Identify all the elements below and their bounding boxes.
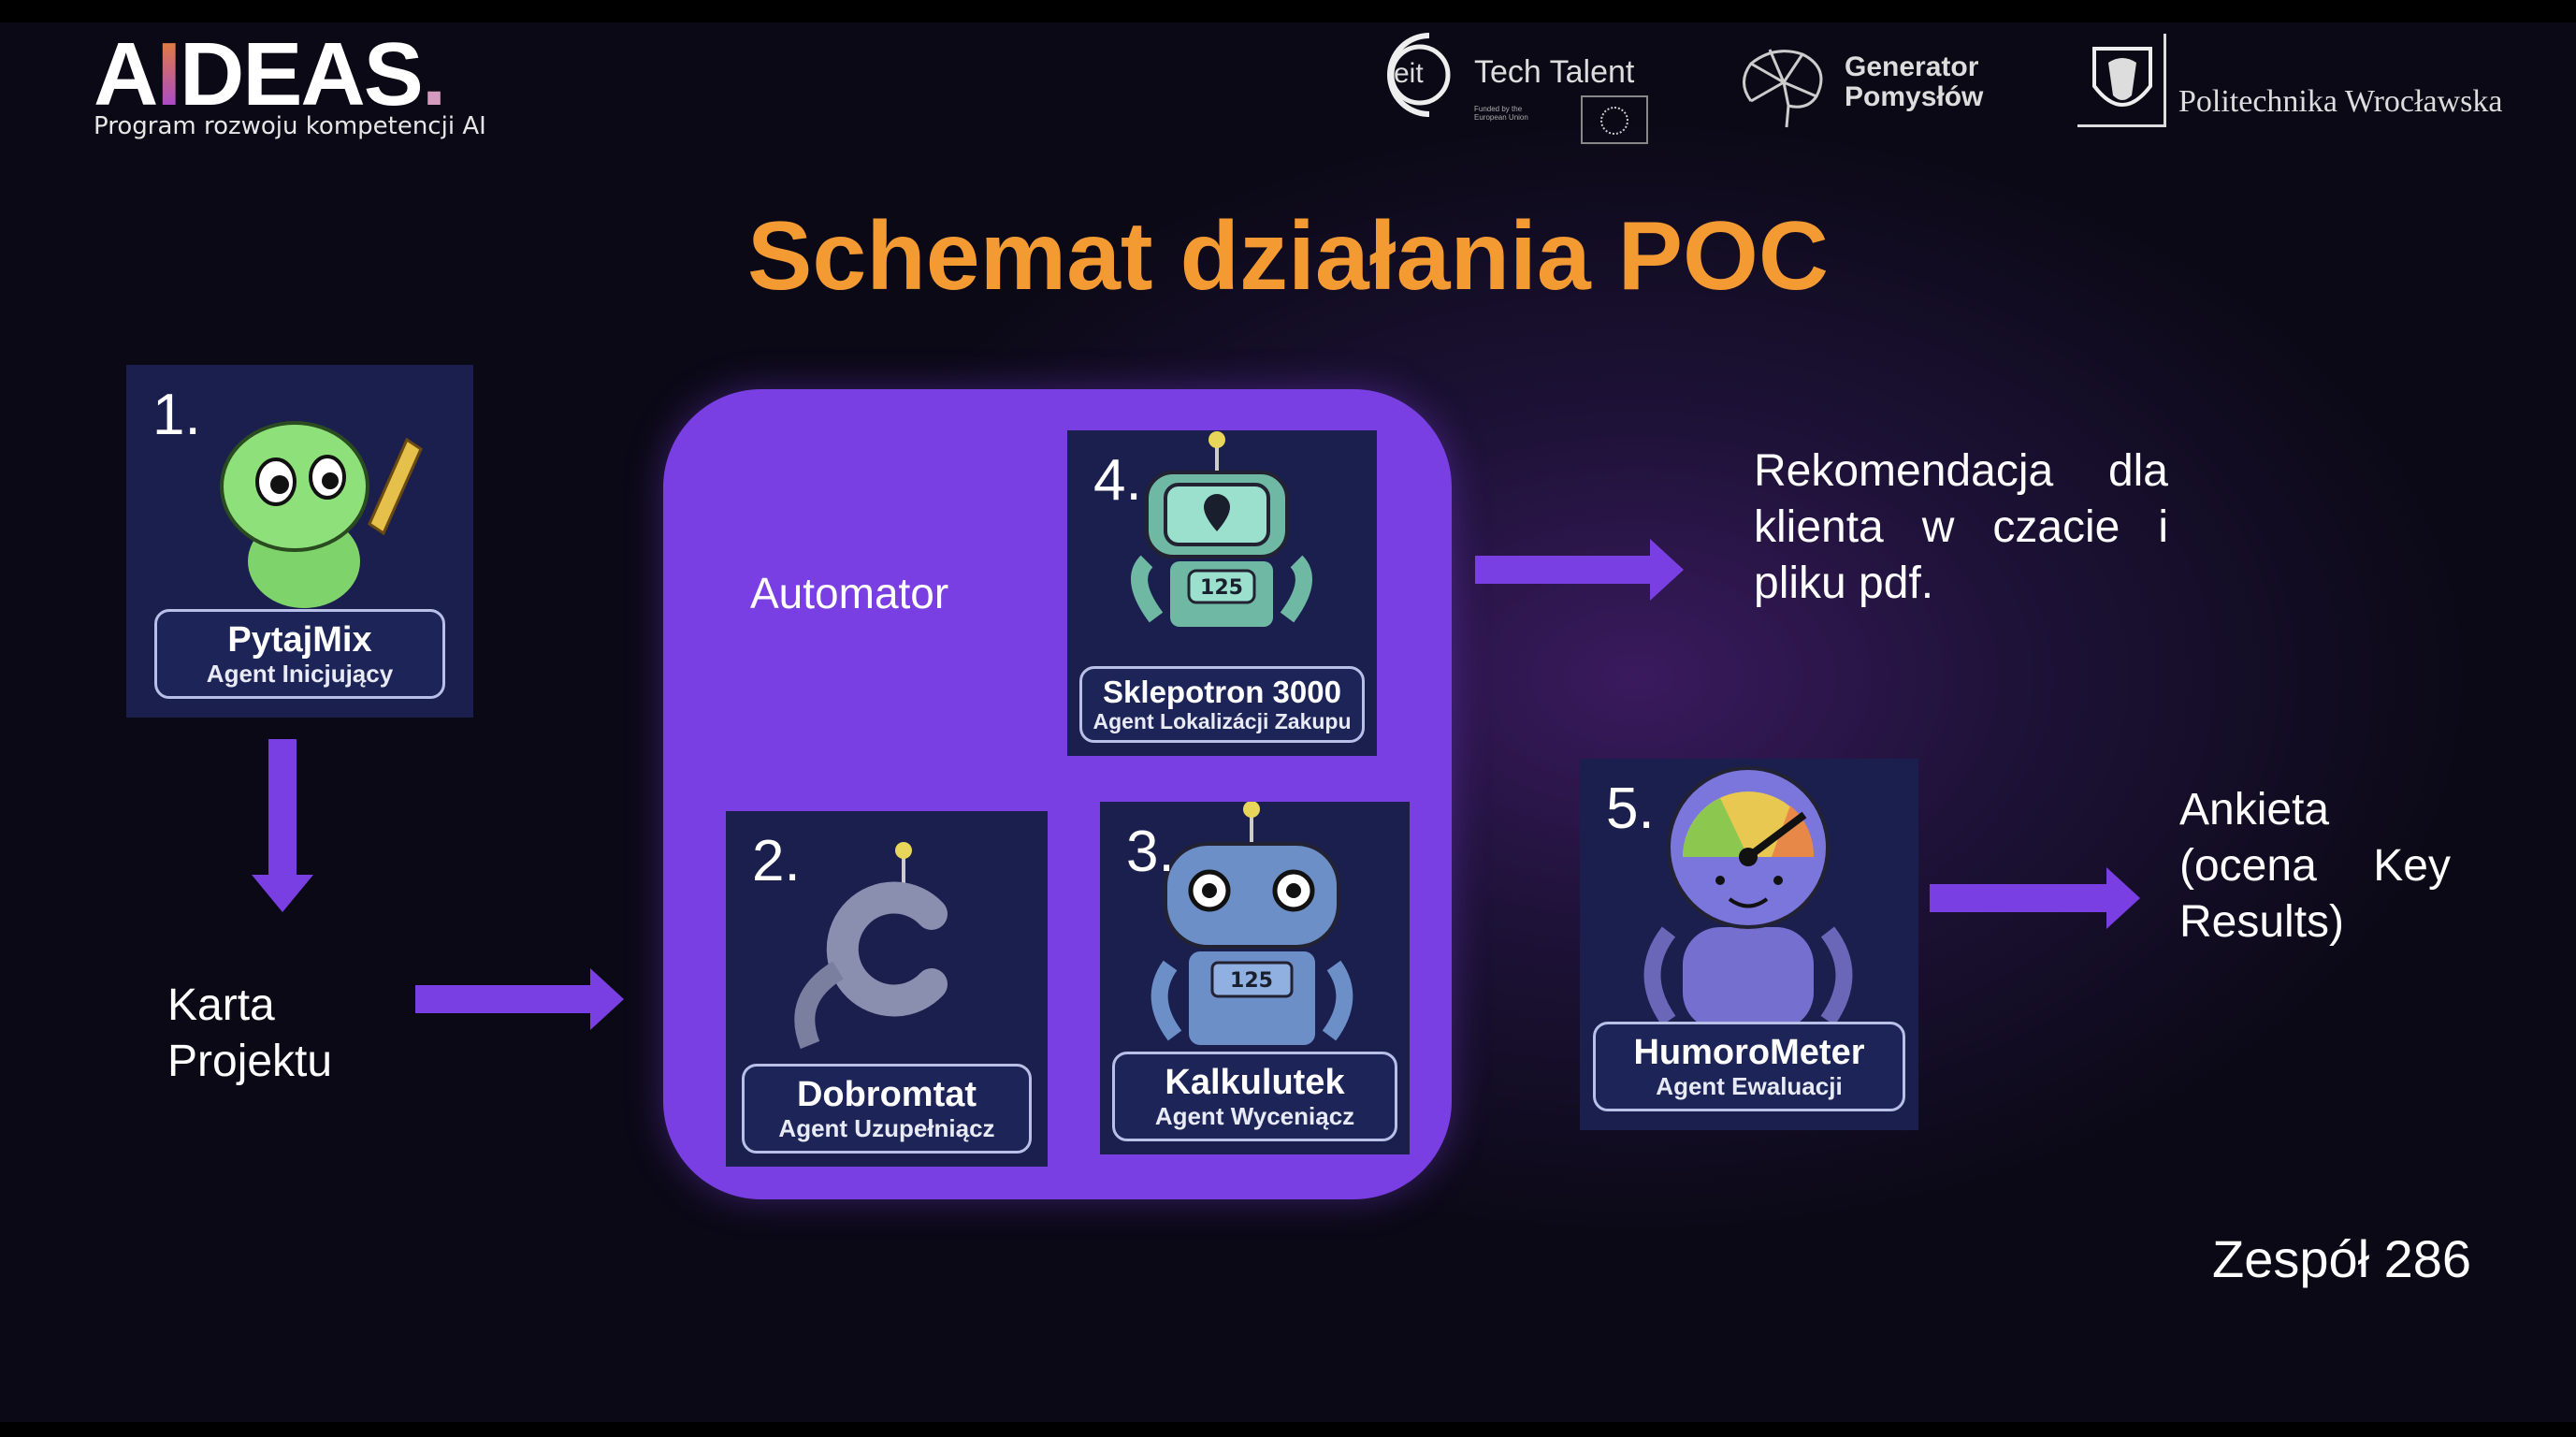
agent-role: Agent Inicjujący [206,660,394,688]
survey-line: Results) [2179,897,2345,947]
agent-role: Agent Ewaluacji [1656,1072,1843,1100]
alien-icon [220,421,423,608]
eagle-crest-icon [2077,34,2166,127]
agent-label: HumoroMeter Agent Ewaluacji [1593,1022,1905,1111]
logo-subtitle: Program rozwoju kompetencji AI [94,112,486,140]
eu-flag-icon [1581,95,1648,144]
arrow-down-head [252,875,313,912]
agent-role: Agent Wyceniącz [1154,1102,1355,1130]
agent-card-humorometer: 5. HumoroMeter Agent Ewaluacji [1580,759,1918,1130]
eit-icon [1387,33,1451,117]
recommendation-text: Rekomendacja dla klienta w czacie i plik… [1754,443,2168,612]
page-title: Schemat działania POC [747,202,1829,311]
eit-mark: eit [1394,58,1424,89]
agent-card-pytajmix: 1. PytajMix Agent Inicjujący [126,365,473,718]
agent-card-kalkulutek: 125 3. Kalkulutek Agent Wyceniącz [1100,802,1410,1154]
agent-label: Dobromtat Agent Uzupełniącz [742,1064,1032,1154]
agent-name: Kalkulutek [1165,1063,1345,1102]
tech-talent-label: Tech Talent [1474,54,1635,90]
brain-icon [1743,49,1823,128]
logo-letters: DEAS [180,24,424,124]
agent-role: Agent Lokalizácji Zakupu [1093,709,1352,733]
agent-label: Sklepotron 3000 Agent Lokalizácji Zakupu [1079,666,1365,743]
generator-pomyslow-logo: Generator Pomysłów [1732,45,1985,129]
recommendation-line: Rekomendacja dla [1754,446,2168,496]
agent-name: Sklepotron 3000 [1103,675,1341,709]
team-label: Zespół 286 [2212,1229,2472,1288]
karta-line: Karta [167,980,275,1030]
agent-label: PytajMix Agent Inicjujący [153,609,446,699]
step-number: 1. [152,383,201,447]
robot-location-icon: 125 [1131,431,1312,627]
recommendation-line: klienta w czacie i [1754,502,2168,552]
step-number: 4. [1093,448,1142,513]
agent-card-dobromtat: 2. Dobromtat Agent Uzupełniącz [726,811,1048,1167]
logo-letter-i: I [156,24,181,124]
pomyslow-label: Pomysłów [1845,81,1984,112]
arrow-right-to-recommendation [1475,539,1684,601]
recommendation-line: pliku pdf. [1754,559,1934,608]
agent-card-sklepotron: 125 4. Sklepotron 3000 Agent Lokalizácji… [1067,430,1377,756]
step-number: 2. [752,829,801,893]
eu-funding-note: Funded by the European Union [1474,105,1528,122]
agent-label: Kalkulutek Agent Wyceniącz [1112,1052,1397,1141]
eit-tech-talent-logo: eit Tech Talent Funded by the European U… [1373,28,1654,145]
survey-line: Ankieta [2179,785,2330,835]
logo-dot: . [421,24,447,124]
robot-calculator-icon: 125 [1151,802,1353,1045]
worm-c-icon [794,842,948,1050]
aideas-logo: AIDEAS. [94,30,446,120]
arrow-right-to-automator [415,968,624,1030]
karta-projektu-label: Karta Projektu [167,978,332,1090]
agent-name: Dobromtat [796,1075,977,1114]
robot-screen-number: 125 [1230,969,1273,993]
logo-letter-a: A [94,24,158,124]
robot-screen-number: 125 [1200,576,1243,600]
step-number: 3. [1126,820,1175,884]
agent-role: Agent Uzupełniącz [778,1114,995,1142]
agent-name: HumoroMeter [1633,1033,1865,1072]
agent-name: PytajMix [227,620,372,660]
projektu-line: Projektu [167,1037,333,1086]
survey-text: Ankieta (ocena Key Results) [2179,782,2451,951]
step-number: 5. [1606,777,1655,841]
politechnika-wroclawska-logo: Politechnika Wrocławska [2077,34,2508,132]
generator-label: Generator [1845,51,1979,82]
politechnika-label: Politechnika Wrocławska [2178,84,2503,119]
automator-label: Automator [750,569,949,617]
survey-line: (ocena Key [2179,841,2451,891]
speedometer-robot-icon [1643,766,1853,1030]
arrow-down [268,739,297,879]
arrow-right-to-survey [1930,867,2140,929]
